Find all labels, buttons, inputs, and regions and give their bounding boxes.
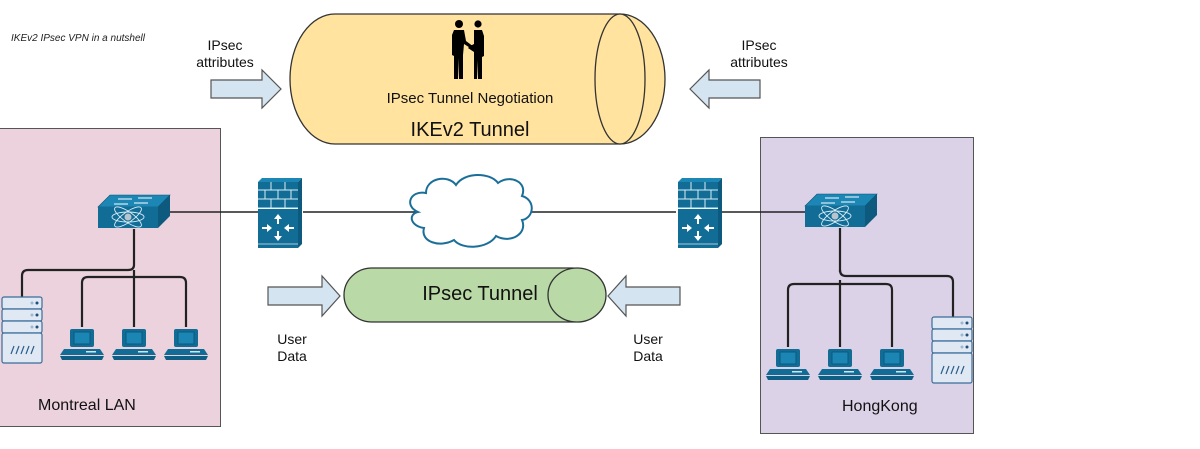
userdata-left-label: User Data: [262, 331, 322, 365]
attributes-left-label: IPsec attributes: [180, 37, 270, 71]
hongkong-lan-wiring: [786, 228, 955, 347]
montreal-pc-1-icon: [59, 328, 105, 361]
attributes-right-line1: IPsec: [741, 37, 777, 53]
attributes-arrow-left: [689, 68, 761, 110]
userdata-right-line2: Data: [633, 348, 663, 364]
montreal-pc-3-icon: [163, 328, 209, 361]
handshake-people-icon: [452, 20, 484, 79]
ipsec-tunnel: [343, 267, 607, 323]
site-hongkong-label: HongKong: [842, 398, 918, 415]
hongkong-pc-2-icon: [817, 348, 863, 381]
montreal-lan-wiring: [20, 229, 188, 327]
hongkong-switch-icon: [804, 193, 878, 230]
ikev2-tunnel-label: IKEv2 Tunnel: [410, 119, 530, 141]
attributes-left-line2: attributes: [196, 54, 254, 70]
userdata-arrow-left: [607, 274, 681, 318]
diagram-caption: IKEv2 IPsec VPN in a nutshell: [11, 33, 145, 44]
montreal-server-icon: [1, 296, 43, 364]
attributes-right-line2: attributes: [730, 54, 788, 70]
attributes-left-line1: IPsec: [207, 37, 243, 53]
ipsec-tunnel-label: IPsec Tunnel: [422, 283, 538, 305]
ike-negotiation-label: IPsec Tunnel Negotiation: [386, 90, 554, 107]
ikev2-tunnel: [289, 13, 666, 145]
hongkong-server-icon: [931, 316, 973, 384]
hongkong-pc-3-icon: [869, 348, 915, 381]
userdata-arrow-right: [267, 274, 341, 318]
attributes-arrow-right: [210, 68, 282, 110]
site-hongkong-box: [760, 137, 974, 434]
userdata-left-line2: Data: [277, 348, 307, 364]
hongkong-pc-1-icon: [765, 348, 811, 381]
userdata-left-line1: User: [277, 331, 307, 347]
site-montreal-label: Montreal LAN: [38, 397, 136, 414]
userdata-right-label: User Data: [618, 331, 678, 365]
firewall-right-icon: [677, 177, 723, 249]
firewall-left-icon: [257, 177, 303, 249]
internet-cloud-icon: [409, 174, 533, 248]
montreal-switch-icon: [97, 194, 171, 231]
userdata-right-line1: User: [633, 331, 663, 347]
montreal-pc-2-icon: [111, 328, 157, 361]
attributes-right-label: IPsec attributes: [714, 37, 804, 71]
